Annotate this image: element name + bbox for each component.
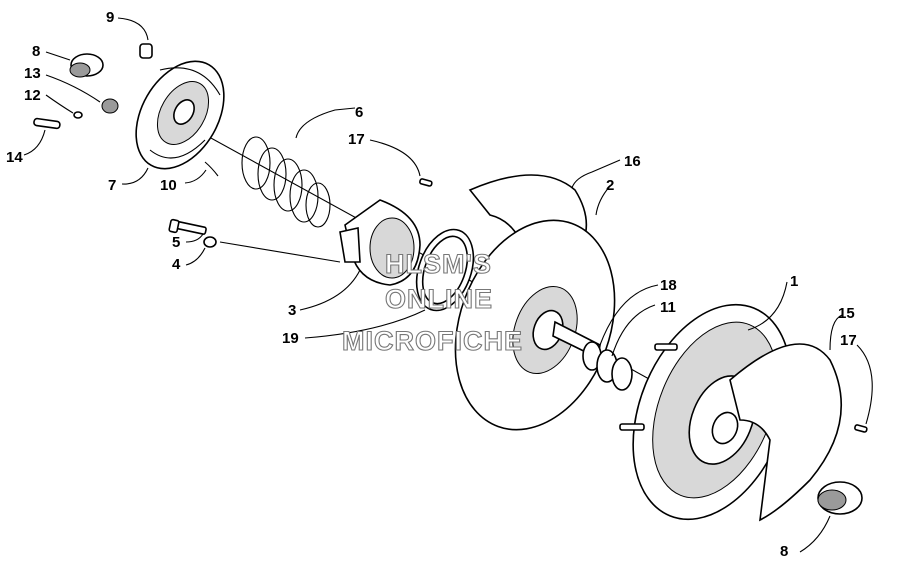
part-8-bushing-bottom <box>817 481 863 515</box>
callout-3: 3 <box>288 302 296 319</box>
part-12-washer <box>73 111 83 119</box>
part-19-ring <box>415 228 475 312</box>
callout-2: 2 <box>606 177 614 194</box>
callout-18: 18 <box>660 277 677 294</box>
callout-8-top: 8 <box>32 43 40 60</box>
callout-14: 14 <box>6 149 23 166</box>
watermark-line-2: ONLINE <box>385 284 493 314</box>
callouts: 9 8 13 12 14 7 10 6 17 16 2 5 4 3 19 18 … <box>6 9 857 560</box>
part-9-nut <box>139 43 153 59</box>
callout-10: 10 <box>160 177 177 194</box>
watermark: HLSM'S ONLINE MICROFICHE <box>341 248 523 356</box>
leader-lines <box>23 17 873 553</box>
part-7-cover-plate <box>135 60 225 170</box>
callout-9: 9 <box>106 9 114 26</box>
part-5-bolt <box>168 218 207 235</box>
callout-5: 5 <box>172 234 180 251</box>
callout-19: 19 <box>282 330 299 347</box>
part-6-spring <box>241 136 331 228</box>
part-13-bushing <box>101 98 119 114</box>
callout-4: 4 <box>172 256 181 273</box>
part-15-shield <box>729 343 842 522</box>
callout-17-top: 17 <box>348 131 365 148</box>
callout-13: 13 <box>24 65 41 82</box>
callout-16: 16 <box>624 153 641 170</box>
part-14-pin <box>33 117 61 130</box>
callout-15: 15 <box>838 305 855 322</box>
part-11-rings <box>596 349 633 391</box>
part-17-screw-top <box>419 178 433 187</box>
callout-17-right: 17 <box>840 332 857 349</box>
callout-11: 11 <box>660 299 676 316</box>
watermark-line-1: HLSM'S <box>385 249 492 279</box>
callout-1: 1 <box>790 273 798 290</box>
callout-8-bottom: 8 <box>780 543 788 560</box>
watermark-line-3: MICROFICHE <box>342 326 523 356</box>
callout-12: 12 <box>24 87 41 104</box>
part-17-screw-right <box>854 424 868 433</box>
part-3-cam <box>339 199 421 286</box>
part-2-sheave <box>454 219 616 431</box>
part-10-wire <box>204 161 219 177</box>
part-8-bushing-top <box>69 53 104 78</box>
callout-7: 7 <box>108 177 116 194</box>
callout-6: 6 <box>355 104 363 121</box>
part-4-nut <box>203 236 217 248</box>
